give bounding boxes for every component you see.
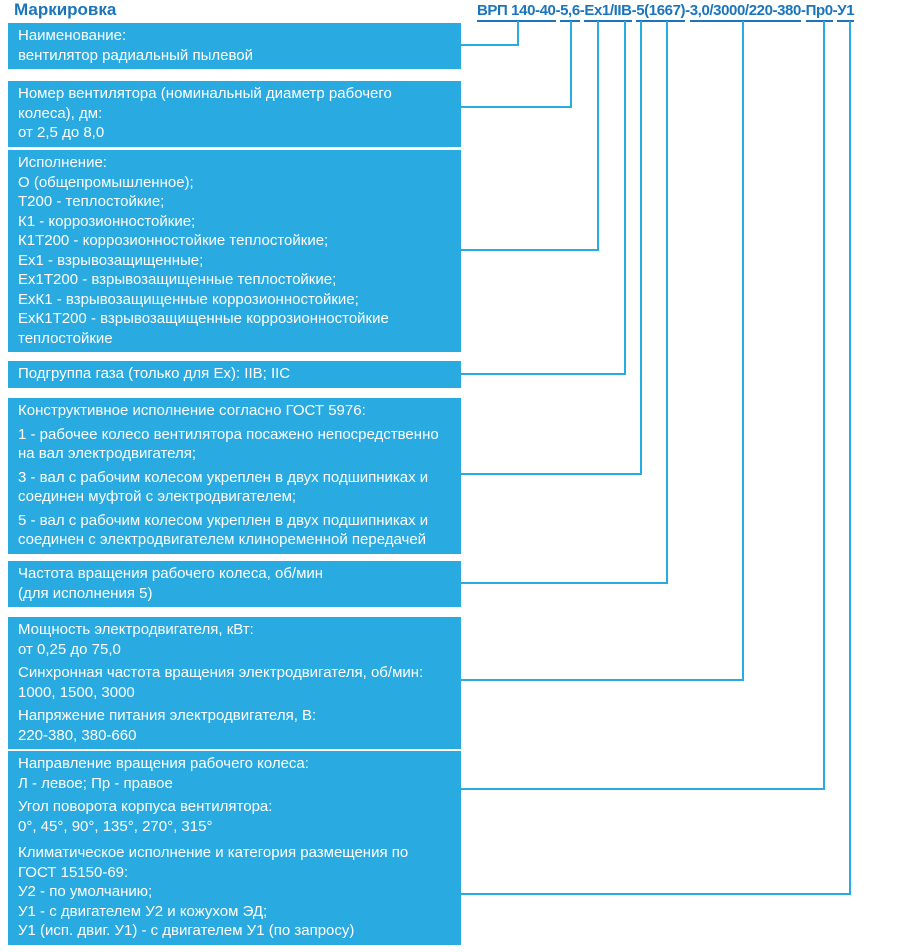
info-box-paragraph: Номер вентилятора (номинальный диаметр р…	[18, 84, 455, 143]
info-box-line: от 2,5 до 8,0	[18, 124, 105, 141]
marking-code-segment: 5,6	[560, 2, 580, 22]
info-box-line: Мощность электродвигателя, кВт:	[18, 621, 254, 638]
info-box-motor: Мощность электродвигателя, кВт: от 0,25 д…	[8, 617, 461, 749]
info-box-line: Ex1Т200 - взрывозащищенные теплостойкие;	[18, 271, 337, 288]
connector-vertical-line	[666, 21, 668, 584]
connector-horizontal-line	[461, 473, 642, 475]
info-box-line: вентилятор радиальный пылевой	[18, 46, 253, 64]
connector-horizontal-line	[461, 679, 744, 681]
info-box-line: ExК1 - взрывозащищенные коррозионностойк…	[18, 290, 359, 308]
connector-horizontal-line	[461, 373, 626, 375]
info-box-line: Л - левое; Пр - правое	[18, 774, 173, 792]
connector-vertical-line	[570, 21, 572, 108]
info-box-line: Ex1 - взрывозащищенные;	[18, 251, 204, 269]
info-box-execution: Исполнение: О (общепромышленное); Т200 - т…	[8, 150, 461, 352]
info-box-line: соединен с электродвигателем клиноременн…	[18, 531, 427, 548]
info-box-line: 220-380, 380-660	[18, 726, 137, 744]
info-box-line: от 0,25 до 75,0	[18, 640, 121, 658]
info-box-paragraph: Подгруппа газа (только для Ex): IIB; IIC	[18, 364, 455, 384]
info-box-line: 3 - вал с рабочим колесом укреплен в дву…	[18, 468, 429, 486]
info-box-line: Исполнение:	[18, 154, 107, 171]
info-box-line: К1 - коррозионностойкие;	[18, 212, 196, 230]
info-box-line: Конструктивное исполнение согласно ГОСТ …	[18, 402, 366, 419]
info-box-rotation: Направление вращения рабочего колеса: Л -…	[8, 751, 461, 840]
info-box-paragraph: 5 - вал с рабочим колесом укреплен в дву…	[18, 511, 455, 550]
connector-horizontal-line	[461, 788, 825, 790]
info-box-line: 1000, 1500, 3000	[18, 683, 135, 701]
info-box-line: Климатическое исполнение и категория раз…	[18, 844, 409, 861]
info-box-line: колеса), дм:	[18, 104, 103, 122]
info-box-line: (для исполнения 5)	[18, 584, 153, 602]
marking-code-segment: У1	[837, 2, 855, 22]
marking-code-segment: 5(1667)	[636, 2, 686, 22]
connector-vertical-line	[742, 21, 744, 681]
info-box-line: У1 (исп. двиг. У1) - с двигателем У1 (по…	[18, 922, 355, 939]
connector-horizontal-line	[461, 249, 599, 251]
connector-horizontal-line	[461, 106, 572, 108]
info-box-line: Направление вращения рабочего колеса:	[18, 755, 309, 772]
info-box-paragraph: Исполнение: О (общепромышленное); Т200 - т…	[18, 153, 455, 348]
info-box-line: 0°, 45°, 90°, 135°, 270°, 315°	[18, 817, 213, 835]
info-box-line: Подгруппа газа (только для Ex): IIB; IIC	[18, 365, 291, 382]
connector-vertical-line	[823, 21, 825, 790]
info-box-paragraph: 3 - вал с рабочим колесом укреплен в дву…	[18, 468, 455, 507]
info-box-line: О (общепромышленное);	[18, 173, 194, 191]
info-box-paragraph: Частота вращения рабочего колеса, об/мин…	[18, 564, 455, 603]
page-title: Маркировка	[14, 0, 117, 19]
info-box-paragraph: Климатическое исполнение и категория раз…	[18, 843, 455, 941]
info-box-line: Напряжение питания электродвигателя, В:	[18, 707, 317, 724]
info-box-paragraph: Напряжение питания электродвигателя, В: 2…	[18, 706, 455, 745]
info-box-line: У1 - с двигателем У2 и кожухом ЭД;	[18, 902, 268, 920]
info-box-line: ExК1Т200 - взрывозащищенные коррозионнос…	[18, 310, 389, 327]
info-box-line: 5 - вал с рабочим колесом укреплен в дву…	[18, 511, 429, 529]
info-box-line: Угол поворота корпуса вентилятора:	[18, 798, 273, 815]
marking-code-segment: -	[579, 2, 585, 19]
connector-horizontal-line	[461, 582, 668, 584]
connector-vertical-line	[849, 21, 851, 895]
marking-code-segment: Пр0	[805, 2, 833, 22]
info-box-line: Номер вентилятора (номинальный диаметр р…	[18, 85, 392, 102]
marking-code-segment: 3,0/3000/220-380	[689, 2, 801, 22]
info-box-paragraph: Конструктивное исполнение согласно ГОСТ …	[18, 401, 455, 421]
info-box-name: Наименование: вентилятор радиальный пылев…	[8, 23, 461, 69]
info-box-line: Синхронная частота вращения электродвига…	[18, 664, 424, 681]
connector-vertical-line	[624, 21, 626, 375]
marking-code-segment: -	[685, 2, 690, 19]
info-box-line: Т200 - теплостойкие;	[18, 193, 165, 210]
connector-vertical-line	[597, 21, 599, 251]
info-box-line: У2 - по умолчанию;	[18, 883, 153, 900]
info-box-design: Конструктивное исполнение согласно ГОСТ …	[8, 398, 461, 554]
connector-horizontal-line	[461, 893, 851, 895]
info-box-climatic: Климатическое исполнение и категория раз…	[8, 840, 461, 945]
info-box-gas-subgroup: Подгруппа газа (только для Ex): IIB; IIC	[8, 361, 461, 388]
info-box-fan-number: Номер вентилятора (номинальный диаметр р…	[8, 81, 461, 147]
marking-code-segment: Ex1/IIB	[584, 2, 632, 22]
info-box-paragraph: Синхронная частота вращения электродвига…	[18, 663, 455, 702]
info-box-paragraph: Мощность электродвигателя, кВт: от 0,25 д…	[18, 620, 455, 659]
info-box-line: соединен муфтой с электродвигателем;	[18, 488, 297, 505]
info-box-line: на вал электродвигателя;	[18, 445, 197, 462]
info-box-line: Наименование:	[18, 27, 127, 44]
info-box-line: Частота вращения рабочего колеса, об/мин	[18, 565, 324, 582]
connector-horizontal-line	[461, 44, 519, 46]
marking-code: ВРП 140-40-5,6-Ex1/IIB-5(1667)-3,0/3000/…	[477, 2, 855, 22]
marking-code-segment: -	[832, 2, 838, 19]
info-box-paragraph: 1 - рабочее колесо вентилятора посажено …	[18, 425, 455, 464]
info-box-line: ГОСТ 15150-69:	[18, 863, 129, 881]
info-box-paragraph: Наименование: вентилятор радиальный пылев…	[18, 26, 455, 65]
info-box-paragraph: Угол поворота корпуса вентилятора: 0°, 45…	[18, 797, 455, 836]
connector-vertical-line	[640, 21, 642, 475]
info-box-line: 1 - рабочее колесо вентилятора посажено …	[18, 425, 439, 443]
info-box-line: К1Т200 - коррозионностойкие теплостойкие…	[18, 232, 329, 249]
info-box-impeller-speed: Частота вращения рабочего колеса, об/мин…	[8, 561, 461, 607]
marking-code-segment: -	[631, 2, 637, 19]
marking-code-segment: -	[800, 2, 806, 19]
marking-code-segment: ВРП 140-40	[477, 2, 556, 22]
marking-code-segment: -	[555, 2, 561, 19]
info-box-line: теплостойкие	[18, 329, 113, 347]
connector-vertical-line	[517, 21, 519, 46]
info-box-paragraph: Направление вращения рабочего колеса: Л -…	[18, 754, 455, 793]
